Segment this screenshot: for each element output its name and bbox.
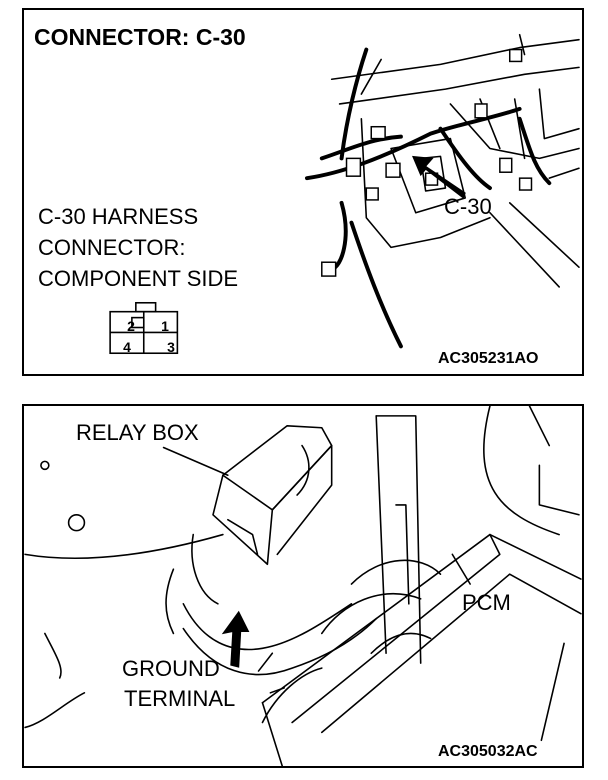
ground-label-line2: TERMINAL — [124, 686, 236, 711]
ground-label-line1: GROUND — [122, 656, 220, 681]
pcm-label: PCM — [462, 590, 511, 615]
c30-callout: C-30 — [444, 194, 492, 219]
relay-box-label: RELAY BOX — [76, 420, 199, 445]
harness-label-line1: C-30 HARNESS — [38, 204, 199, 229]
pin-4: 4 — [123, 339, 131, 355]
dashboard-harness-illustration — [109, 33, 580, 355]
ground-terminal-panel: RELAY BOX PCM GROUND TERMINAL AC305032AC — [22, 404, 584, 768]
pin-2: 2 — [127, 318, 135, 334]
figure-code-top: AC305231AO — [438, 350, 539, 367]
pin-1: 1 — [161, 318, 169, 334]
harness-label-line2: CONNECTOR: — [38, 235, 186, 260]
figure-code-bottom: AC305032AC — [438, 743, 538, 760]
connector-title: CONNECTOR: C-30 — [34, 24, 246, 50]
connector-location-panel: CONNECTOR: C-30 C-30 HARNESS CONNECTOR: … — [22, 8, 584, 376]
relay-box-pcm-illustration — [24, 406, 582, 766]
pin-3: 3 — [167, 339, 175, 355]
harness-label-line3: COMPONENT SIDE — [38, 266, 239, 291]
